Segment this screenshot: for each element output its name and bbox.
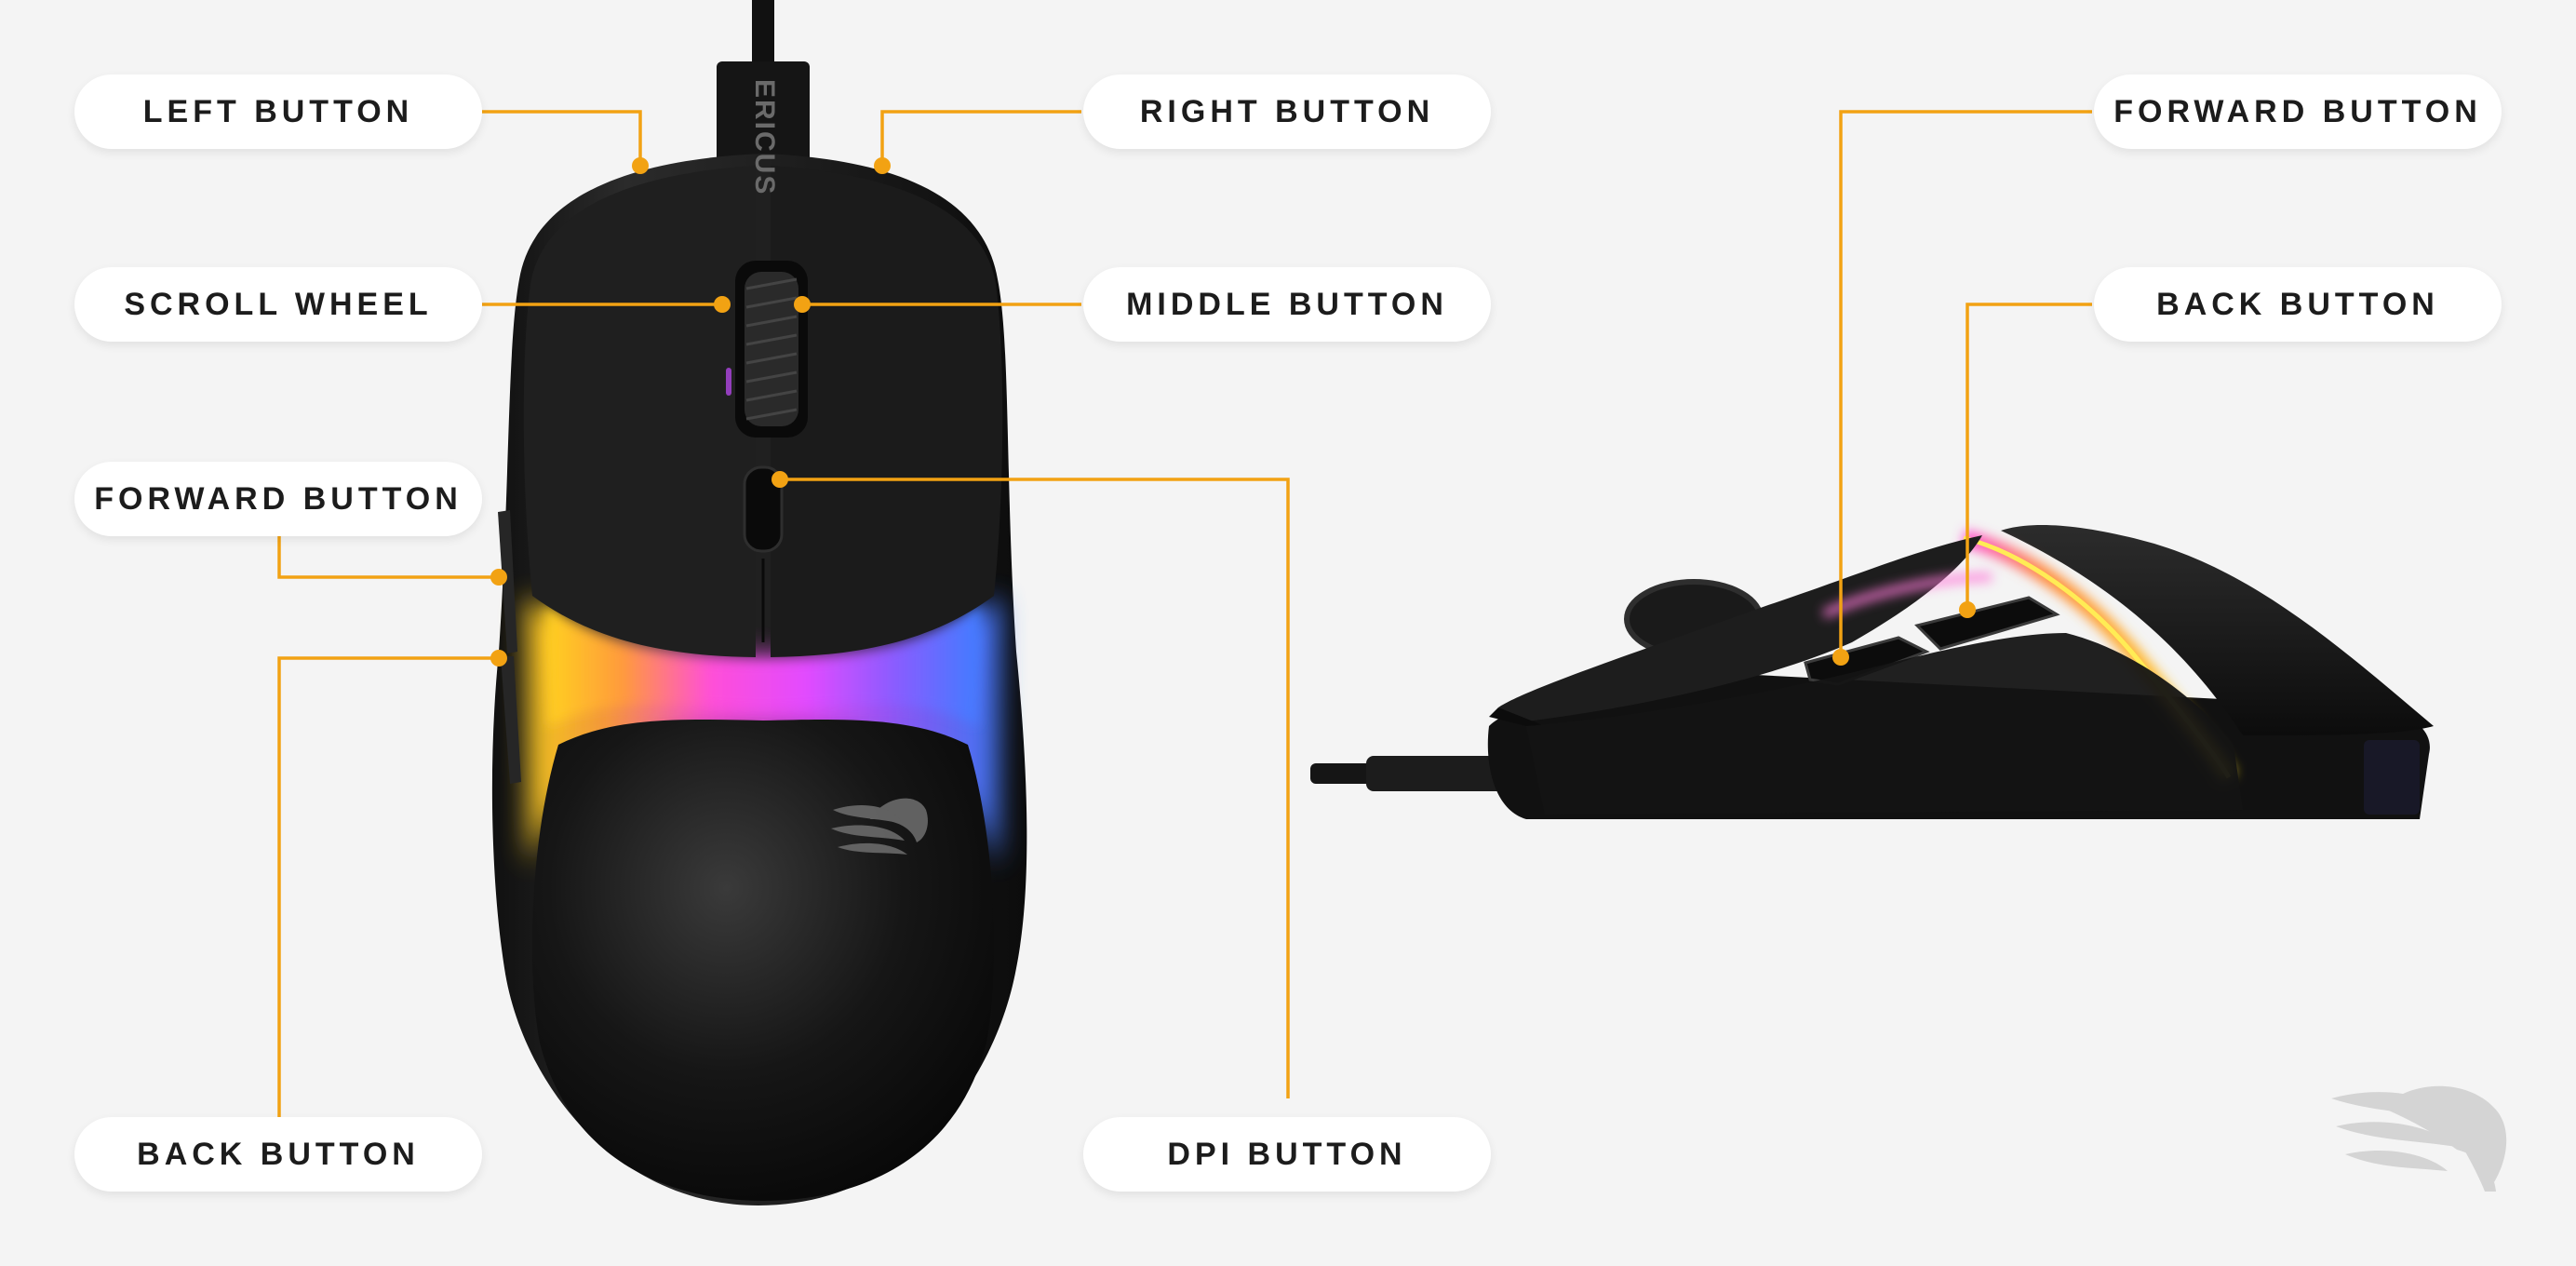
- top-view-mouse: [491, 0, 1027, 1205]
- label-right-button: RIGHT BUTTON: [1083, 74, 1491, 149]
- side-view-mouse: [1310, 525, 2434, 819]
- label-middle-button: MIDDLE BUTTON: [1083, 267, 1491, 342]
- brand-logo: [2331, 1085, 2507, 1192]
- cable-brand-label: ERICUS: [749, 79, 780, 195]
- label-forward-button-side: FORWARD BUTTON: [2094, 74, 2502, 149]
- label-left-button: LEFT BUTTON: [74, 74, 482, 149]
- label-dpi-button: DPI BUTTON: [1083, 1117, 1491, 1192]
- label-forward-button-top: FORWARD BUTTON: [74, 462, 482, 536]
- label-back-button-top: BACK BUTTON: [74, 1117, 482, 1192]
- callout-lines: [277, 110, 2092, 1117]
- label-scroll-wheel: SCROLL WHEEL: [74, 267, 482, 342]
- label-back-button-side: BACK BUTTON: [2094, 267, 2502, 342]
